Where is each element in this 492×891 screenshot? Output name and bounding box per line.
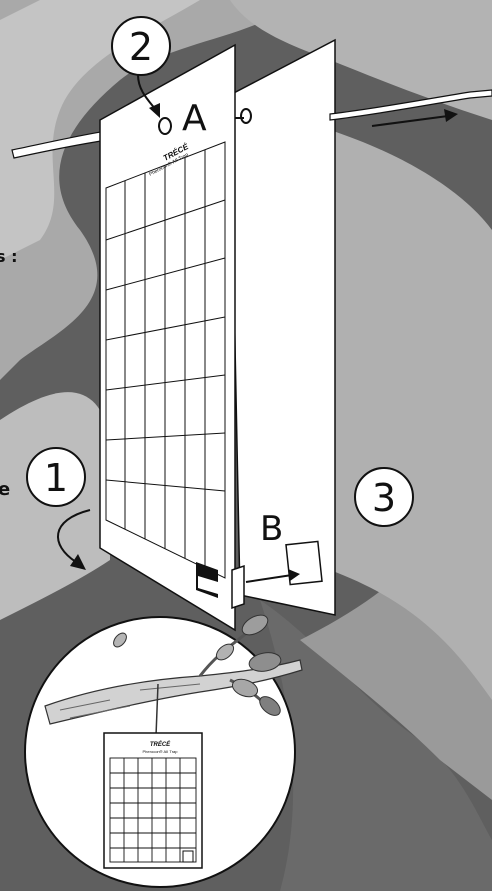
step-3-circle <box>354 467 414 527</box>
back-panel-hole <box>240 108 252 124</box>
step-1-circle <box>26 447 86 507</box>
tab-arrow <box>245 574 293 583</box>
trap-tab <box>196 562 245 610</box>
wire-direction-arrow-head <box>444 109 458 122</box>
hanging-wire-right <box>329 89 492 121</box>
step-3-number: 3 <box>372 476 396 520</box>
step-1-arrow <box>57 509 91 563</box>
left-text-fragment-1: s : <box>0 247 18 266</box>
step-1-arrow-head <box>70 554 86 570</box>
tab-arrow-head <box>288 569 300 581</box>
inset-trap-product: Pherocon® AII Trap <box>143 749 179 754</box>
step-2-arrow-head <box>149 103 160 118</box>
trap-grid <box>105 141 226 579</box>
inset-trap-brand: TRÉCÉ <box>150 740 171 748</box>
label-b: B <box>260 509 283 549</box>
step-2-number: 2 <box>129 25 153 69</box>
step-2-circle <box>111 16 171 76</box>
left-text-fragment-2: e <box>0 479 10 500</box>
installed-trap-inset: TRÉCÉ Pherocon® AII Trap <box>24 614 303 888</box>
label-a: A <box>182 98 207 139</box>
front-panel-hole <box>158 117 172 135</box>
trap-back-panel <box>229 38 336 616</box>
step-1-number: 1 <box>44 456 68 500</box>
trap-front-panel <box>99 43 236 632</box>
wire-direction-arrow <box>371 115 449 127</box>
